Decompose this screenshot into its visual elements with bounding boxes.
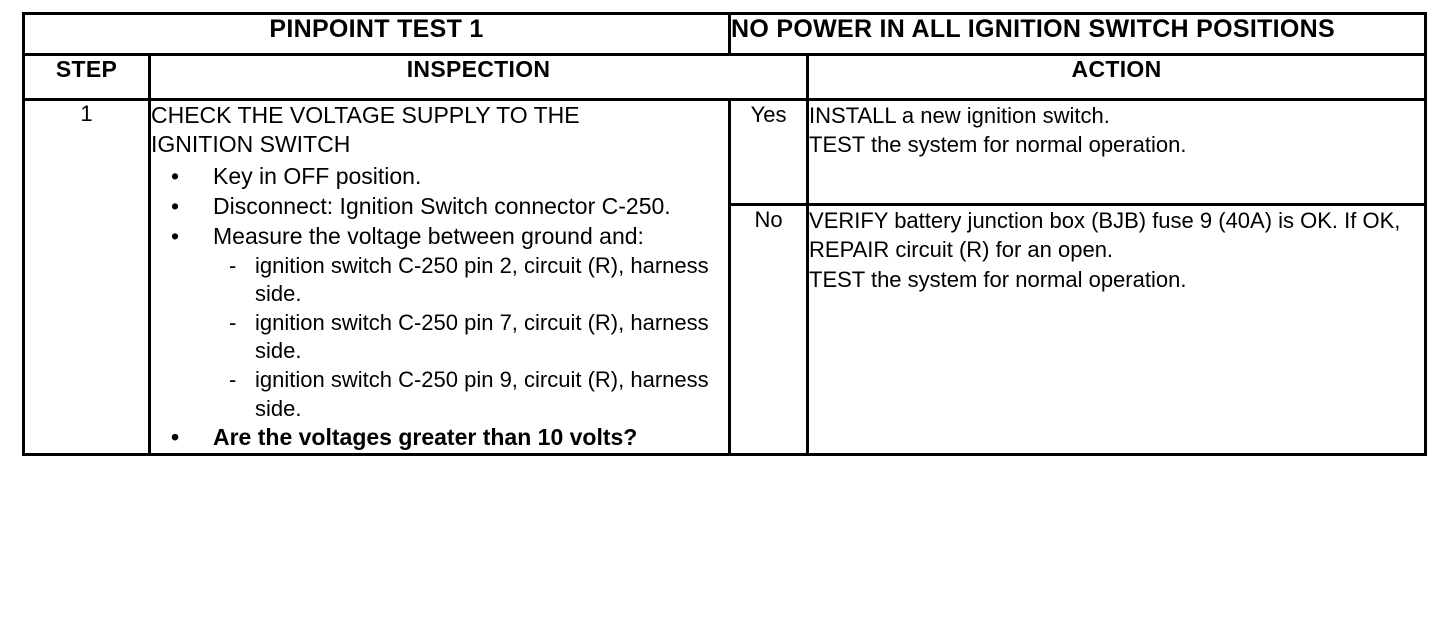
- inspection-question: Are the voltages greater than 10 volts?: [213, 424, 638, 451]
- bullet-dot-icon: •: [171, 192, 180, 219]
- table-header-row: STEP INSPECTION ACTION: [22, 53, 1428, 101]
- inspection-cell: CHECK THE VOLTAGE SUPPLY TO THE IGNITION…: [147, 98, 732, 456]
- branch-answer-yes: Yes: [728, 98, 810, 206]
- list-item-label: Key in OFF position.: [213, 162, 422, 189]
- column-header-step: STEP: [22, 53, 151, 101]
- list-item: - ignition switch C-250 pin 2, circuit (…: [213, 252, 728, 309]
- list-item-label: Measure the voltage between ground and:: [213, 222, 644, 249]
- action-cell-yes: INSTALL a new ignition switch. TEST the …: [806, 98, 1428, 206]
- table-row: No VERIFY battery junction box (BJB) fus…: [24, 203, 1428, 456]
- list-item-label: ignition switch C-250 pin 7, circuit (R)…: [255, 309, 709, 364]
- dash-marker-icon: -: [229, 309, 237, 335]
- inspection-sub-list: - ignition switch C-250 pin 2, circuit (…: [213, 252, 728, 424]
- list-item: - ignition switch C-250 pin 7, circuit (…: [213, 309, 728, 366]
- dash-marker-icon: -: [229, 366, 237, 392]
- action-line: VERIFY battery junction box (BJB) fuse 9…: [809, 208, 1401, 263]
- pinpoint-test-name: NO POWER IN ALL IGNITION SWITCH POSITION…: [728, 12, 1428, 56]
- column-header-inspection: INSPECTION: [147, 53, 810, 101]
- inspection-bullet-list: • Key in OFF position. • Disconnect: Ign…: [151, 162, 728, 453]
- pinpoint-test-id: PINPOINT TEST 1: [21, 12, 732, 56]
- action-line: INSTALL a new ignition switch.: [809, 103, 1110, 128]
- list-item-label: Disconnect: Ignition Switch connector C-…: [213, 192, 671, 219]
- column-header-action: ACTION: [806, 53, 1428, 101]
- list-item: • Key in OFF position.: [151, 162, 728, 192]
- pinpoint-test-table: PINPOINT TEST 1 NO POWER IN ALL IGNITION…: [21, 12, 1428, 456]
- list-item: - ignition switch C-250 pin 9, circuit (…: [213, 366, 728, 423]
- action-line: TEST the system for normal operation.: [809, 132, 1187, 158]
- dash-marker-icon: -: [229, 252, 237, 278]
- inspection-heading: CHECK THE VOLTAGE SUPPLY TO THE IGNITION…: [151, 102, 580, 158]
- table-title-row: PINPOINT TEST 1 NO POWER IN ALL IGNITION…: [21, 12, 1428, 56]
- list-item: • Are the voltages greater than 10 volts…: [151, 423, 693, 453]
- bullet-dot-icon: •: [171, 162, 180, 189]
- action-cell-no: VERIFY battery junction box (BJB) fuse 9…: [806, 203, 1428, 456]
- table-row: 1 CHECK THE VOLTAGE SUPPLY TO THE IGNITI…: [22, 98, 1428, 456]
- list-item: • Measure the voltage between ground and…: [151, 222, 728, 423]
- list-item: • Disconnect: Ignition Switch connector …: [151, 192, 728, 222]
- step-number: 1: [22, 98, 151, 456]
- bullet-dot-icon: •: [171, 424, 180, 451]
- list-item-label: ignition switch C-250 pin 9, circuit (R)…: [255, 366, 709, 421]
- list-item-label: ignition switch C-250 pin 2, circuit (R)…: [255, 252, 709, 307]
- branch-answer-no: No: [728, 203, 810, 456]
- bullet-dot-icon: •: [171, 222, 180, 249]
- action-line: TEST the system for normal operation.: [809, 266, 1187, 292]
